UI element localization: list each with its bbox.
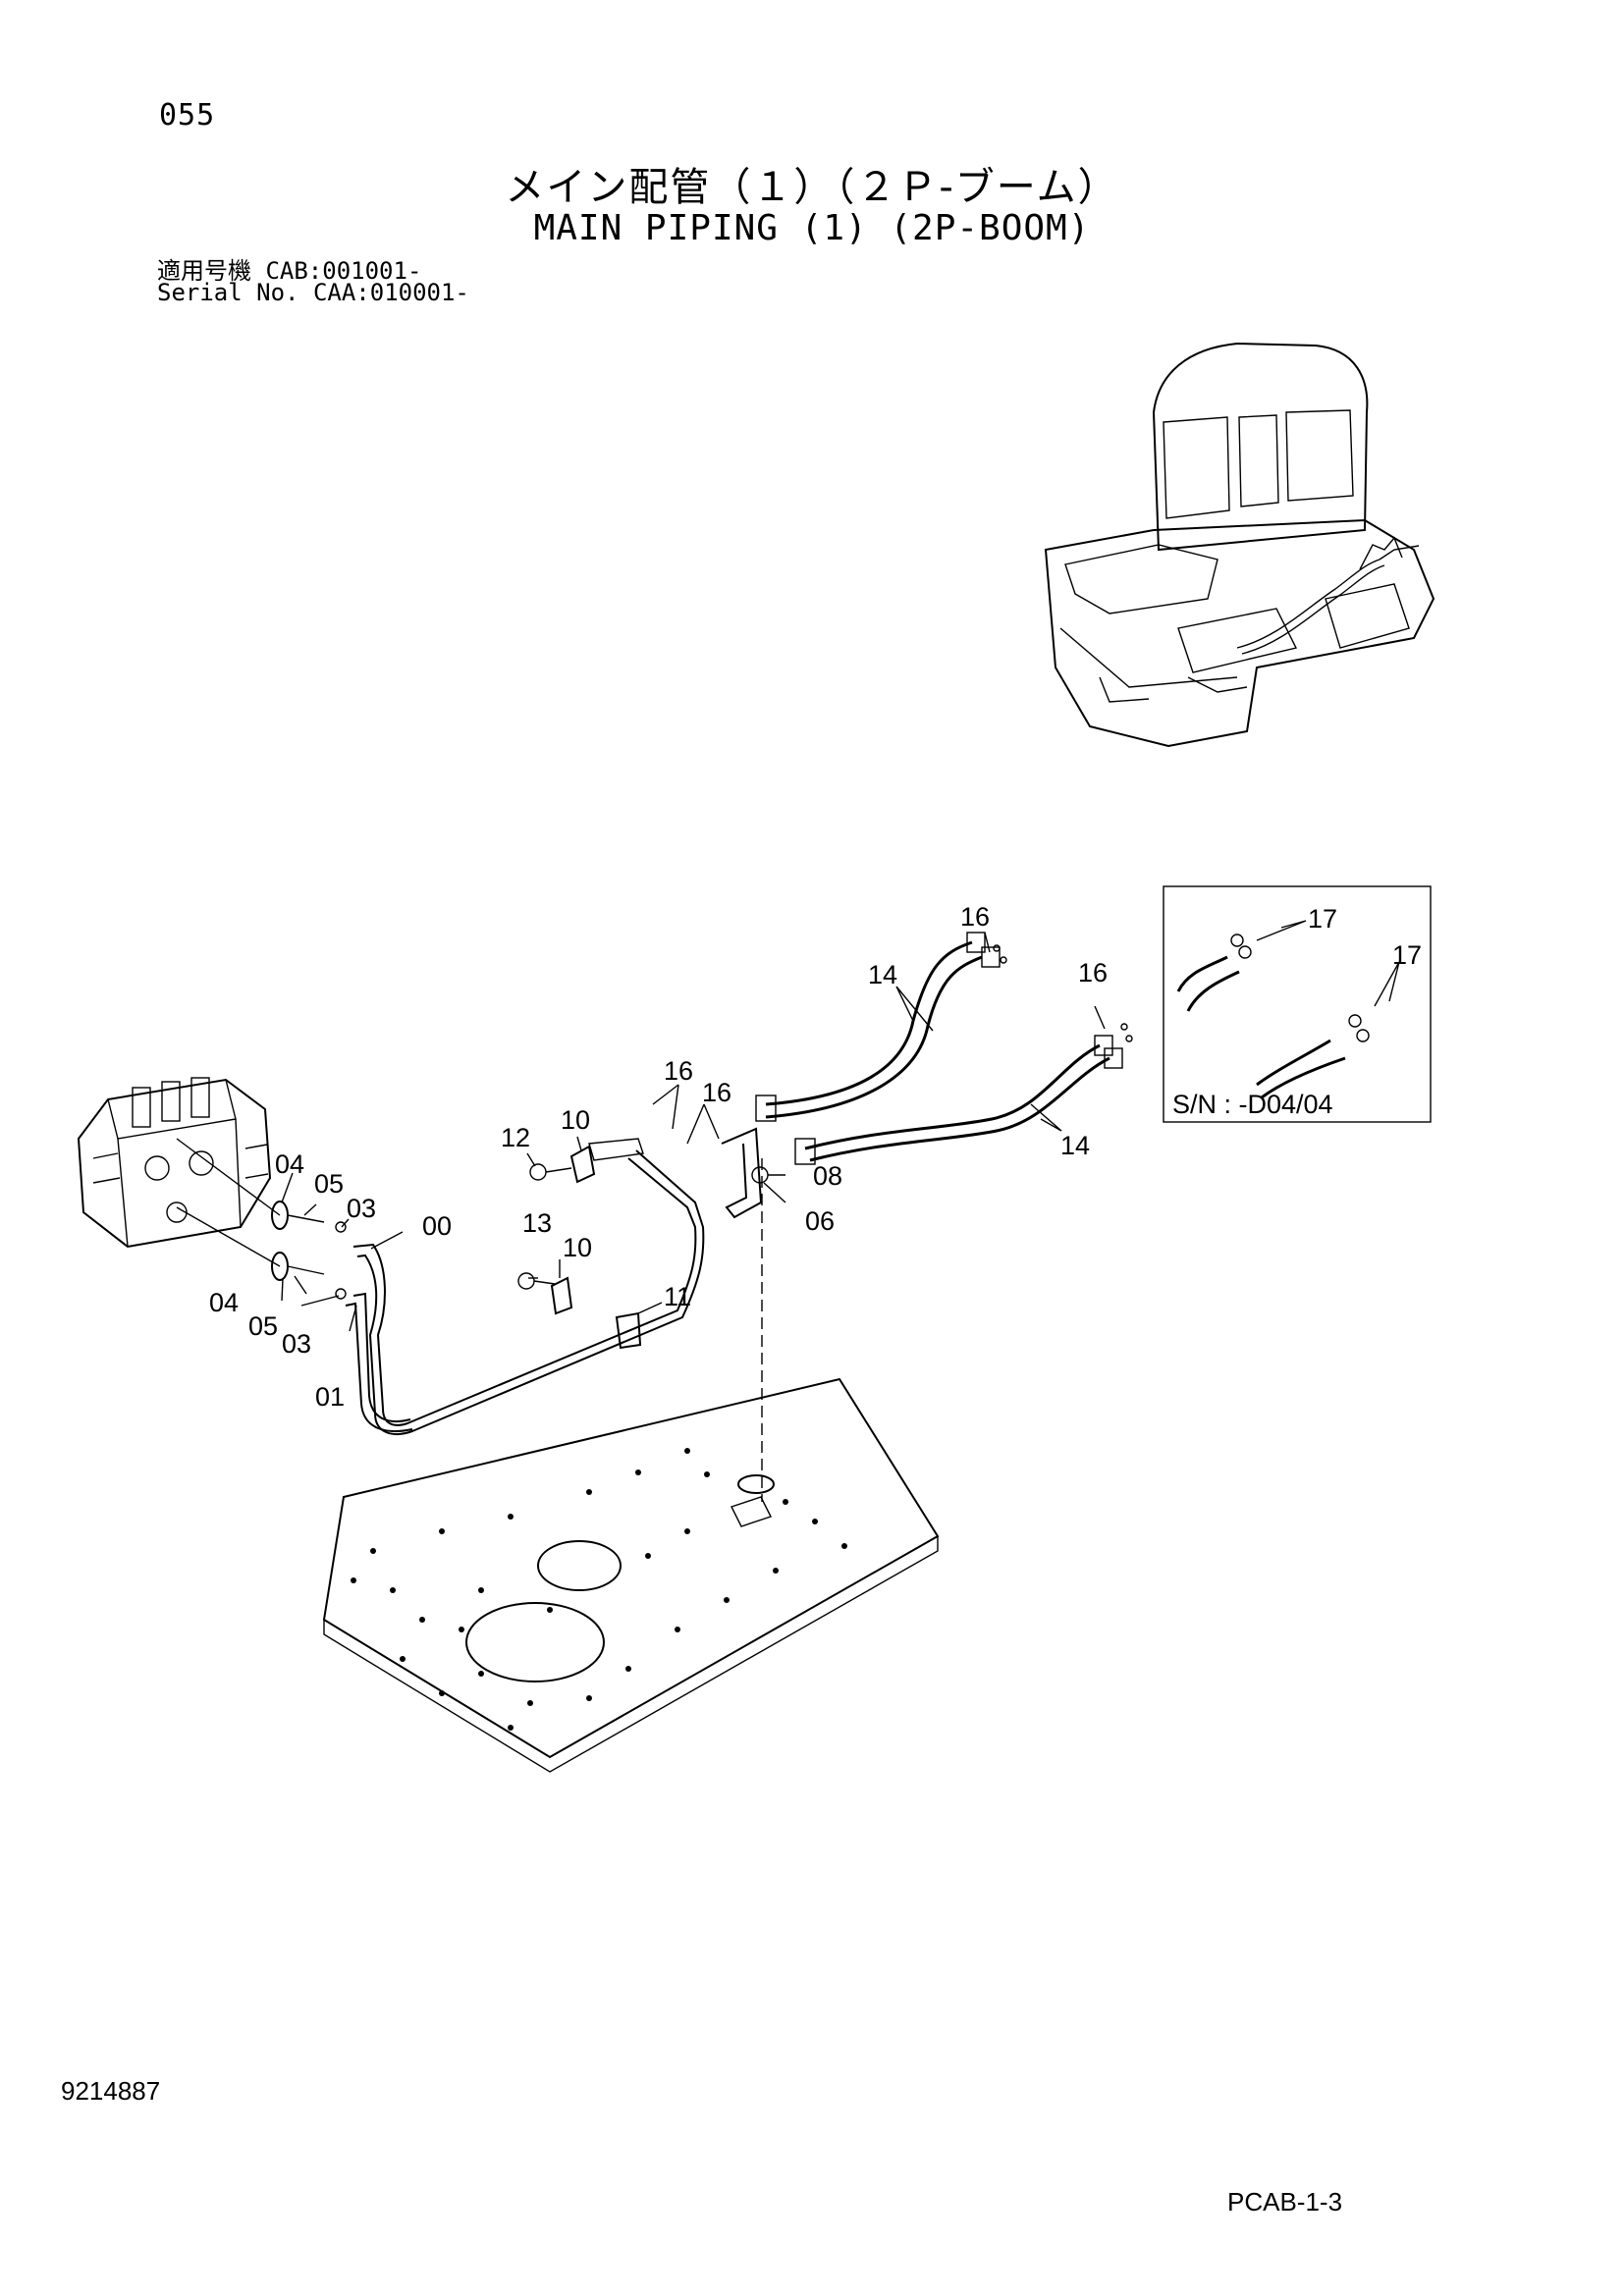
callout-11: 11 [664,1282,691,1311]
callout-17-lower: 17 [1392,940,1422,970]
callout-13: 13 [522,1208,552,1238]
callout-04-lower: 04 [209,1288,239,1317]
document-number: 9214887 [61,2076,161,2106]
callout-16-top: 16 [960,902,990,932]
callout-04-upper: 04 [275,1149,304,1179]
hoses [755,932,1133,1165]
title-japanese: メイン配管（１）（２Ｐ-ブーム） [505,165,1119,210]
callout-17-upper: 17 [1308,904,1337,934]
callout-14-upper: 14 [868,960,897,989]
callout-10-lower: 10 [563,1233,592,1262]
callout-08: 08 [813,1161,842,1191]
callout-00: 00 [422,1211,452,1241]
inset-serial-label: S/N : -D04/04 [1172,1090,1333,1119]
callout-03-upper: 03 [347,1194,376,1223]
callout-labels: 00 01 03 03 04 04 05 05 06 08 10 10 11 1… [209,902,1422,1412]
applicable-model: 適用号機 CAB:001001- [157,257,422,285]
callout-01: 01 [315,1382,345,1412]
callout-05-lower: 05 [248,1311,278,1341]
flange-parts [176,1138,347,1300]
callout-10-upper: 10 [561,1105,590,1135]
page-code: PCAB-1-3 [1227,2187,1343,2216]
serial-number: Serial No. CAA:010001- [157,279,469,306]
callout-16-right: 16 [1078,958,1108,988]
inset-detail [1163,885,1432,1123]
steel-pipes [345,1138,705,1435]
leader-lines [281,920,1400,1332]
callout-06: 06 [805,1206,835,1236]
callout-16-mid-b: 16 [702,1078,731,1107]
callout-05-upper: 05 [314,1169,344,1199]
bracket-06 [721,1127,769,1502]
callout-03-lower: 03 [282,1329,311,1359]
control-valve [77,1077,272,1249]
callout-16-mid-a: 16 [664,1056,693,1086]
title-english: MAIN PIPING (1) (2P-BOOM) [533,208,1091,248]
page-number: 055 [159,98,216,133]
excavator-overview [1044,342,1435,748]
floor-plate [322,1377,940,1773]
callout-14-lower: 14 [1060,1131,1090,1160]
clamps-and-bolts [517,1145,642,1350]
callout-12: 12 [501,1123,530,1152]
